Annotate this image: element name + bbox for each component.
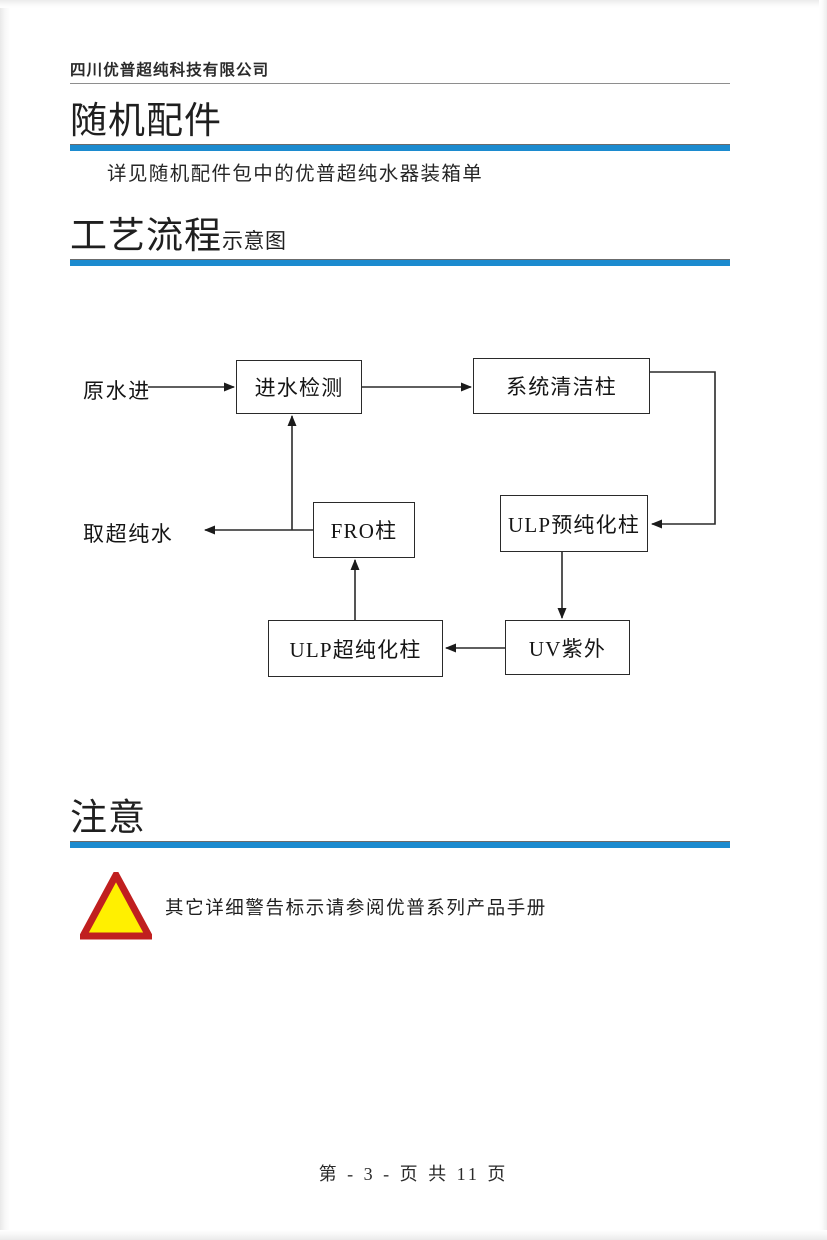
flow-node-uv: UV紫外 [505,620,630,675]
section-title-main: 工艺流程 [70,216,222,257]
process-flow-diagram: 进水检测 系统清洁柱 FRO柱 ULP预纯化柱 ULP超纯化柱 UV紫外 原水进… [0,330,827,710]
warning-triangle-icon [80,872,152,940]
section-rule-notice [70,840,730,848]
section-accessories: 随机配件 [70,101,730,151]
warning-row: 其它详细警告标示请参阅优普系列产品手册 [70,872,730,952]
page-footer: 第 - 3 - 页 共 11 页 [318,1164,509,1184]
edge-systemclean-to-ulppre [650,371,716,529]
section-title-accessories: 随机配件 [70,101,730,142]
flow-connectors [148,371,716,653]
section-title-main: 注意 [70,798,146,839]
flow-label-raw-water-in: 原水进 [83,379,151,403]
header-divider [70,83,730,85]
flow-node-ulp-pre: ULP预纯化柱 [500,495,648,552]
section-title-sub: 示意图 [222,229,287,253]
page-edge-shadow-top [0,0,827,8]
section-process-flow: 工艺流程示意图 [70,216,730,266]
flow-label-ultrapure-out: 取超纯水 [83,522,174,546]
running-header: 四川优普超纯科技有限公司 [70,61,730,85]
flow-node-ulp-ultra: ULP超纯化柱 [268,620,443,677]
accessories-body-text: 详见随机配件包中的优普超纯水器装箱单 [107,164,484,185]
company-name: 四川优普超纯科技有限公司 [70,61,270,79]
section-title-process-flow: 工艺流程示意图 [70,216,730,257]
warning-text: 其它详细警告标示请参阅优普系列产品手册 [165,898,547,919]
section-title-notice: 注意 [70,798,730,839]
section-rule-accessories [70,143,730,151]
section-notice: 注意 [70,798,730,848]
flow-node-system-clean: 系统清洁柱 [473,358,650,414]
flow-node-fro-column: FRO柱 [313,502,415,558]
page-edge-shadow-bottom [0,1230,827,1240]
section-title-main: 随机配件 [70,101,222,142]
section-rule-process-flow [70,258,730,266]
flow-node-inlet-test: 进水检测 [236,360,362,414]
